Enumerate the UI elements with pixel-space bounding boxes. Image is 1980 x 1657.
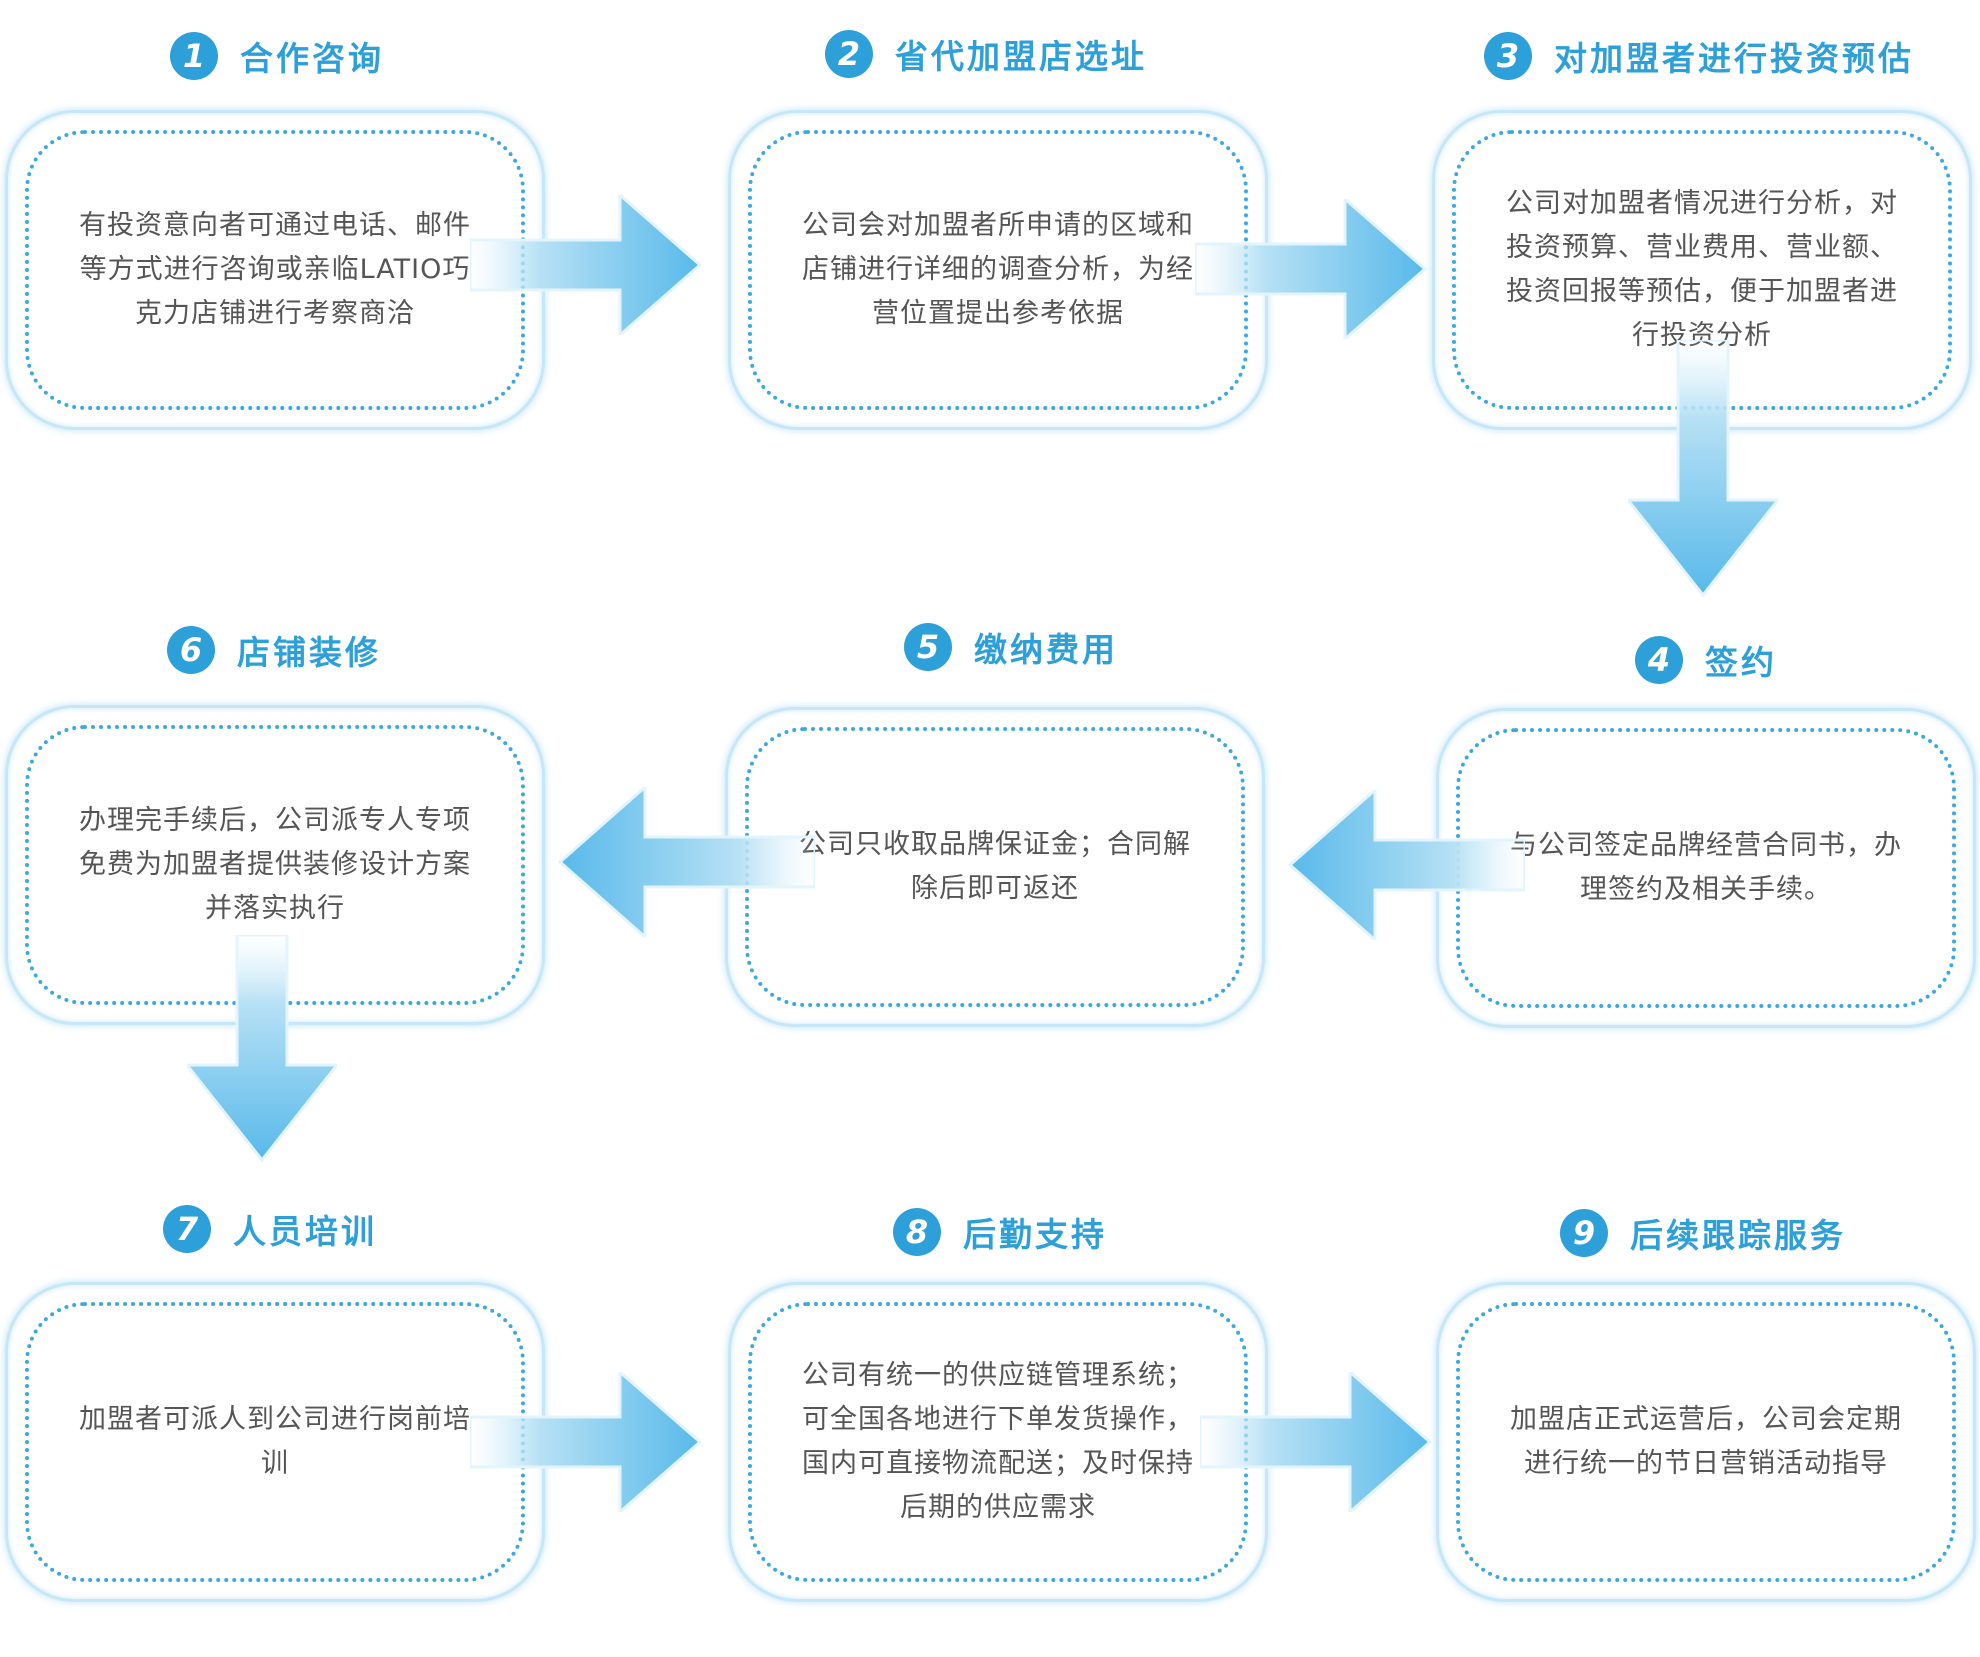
step-title-text: 后勤支持 <box>963 1215 1107 1254</box>
step-5-title: 5 缴纳费用 <box>904 617 1118 677</box>
card-dotted-frame: 公司有统一的供应链管理系统；可全国各地进行下单发货操作，国内可直接物流配送；及时… <box>748 1302 1248 1582</box>
step-7-card: 加盟者可派人到公司进行岗前培训 <box>5 1282 545 1602</box>
card-dotted-frame: 与公司签定品牌经营合同书，办理签约及相关手续。 <box>1456 728 1956 1008</box>
card-dotted-frame: 有投资意向者可通过电话、邮件等方式进行咨询或亲临LATIO巧克力店铺进行考察商洽 <box>25 130 525 410</box>
step-title-text: 合作咨询 <box>240 39 384 78</box>
step-description: 加盟店正式运营后，公司会定期进行统一的节日营销活动指导 <box>1510 1404 1902 1479</box>
step-description: 公司对加盟者情况进行分析，对投资预算、营业费用、营业额、投资回报等预估，便于加盟… <box>1506 188 1898 351</box>
card-dotted-frame: 加盟者可派人到公司进行岗前培训 <box>25 1302 525 1582</box>
step-4-title: 4 签约 <box>1635 630 1777 690</box>
step-title-text: 店铺装修 <box>237 633 381 672</box>
step-2-title: 2 省代加盟店选址 <box>825 24 1147 84</box>
card-dotted-frame: 公司会对加盟者所申请的区域和店铺进行详细的调查分析，为经营位置提出参考依据 <box>748 130 1248 410</box>
step-number-badge: 6 <box>167 626 215 674</box>
step-2-card: 公司会对加盟者所申请的区域和店铺进行详细的调查分析，为经营位置提出参考依据 <box>728 110 1268 430</box>
arrow-right-icon <box>470 1372 703 1512</box>
step-title-text: 省代加盟店选址 <box>895 37 1147 76</box>
step-description: 与公司签定品牌经营合同书，办理签约及相关手续。 <box>1510 830 1902 905</box>
step-6-title: 6 店铺装修 <box>167 620 381 680</box>
arrow-left-icon <box>557 787 815 937</box>
step-3-title: 3 对加盟者进行投资预估 <box>1484 26 1914 86</box>
step-5-card: 公司只收取品牌保证金；合同解除后即可返还 <box>725 707 1265 1027</box>
step-title-text: 对加盟者进行投资预估 <box>1554 39 1914 78</box>
step-number-badge: 2 <box>825 30 873 78</box>
step-number-badge: 5 <box>904 623 952 671</box>
arrow-right-icon <box>470 195 703 335</box>
step-7-title: 7 人员培训 <box>163 1199 377 1259</box>
step-8-title: 8 后勤支持 <box>893 1202 1107 1262</box>
step-number-badge: 9 <box>1560 1209 1608 1257</box>
step-1-title: 1 合作咨询 <box>170 26 384 86</box>
step-number-badge: 8 <box>893 1208 941 1256</box>
step-9-card: 加盟店正式运营后，公司会定期进行统一的节日营销活动指导 <box>1436 1282 1976 1602</box>
arrow-down-icon <box>187 935 337 1163</box>
arrow-down-icon <box>1628 340 1778 598</box>
step-1-card: 有投资意向者可通过电话、邮件等方式进行咨询或亲临LATIO巧克力店铺进行考察商洽 <box>5 110 545 430</box>
card-dotted-frame: 公司只收取品牌保证金；合同解除后即可返还 <box>745 727 1245 1007</box>
step-number-badge: 3 <box>1484 32 1532 80</box>
arrow-right-icon <box>1200 1372 1433 1512</box>
step-title-text: 缴纳费用 <box>974 630 1118 669</box>
step-title-text: 人员培训 <box>233 1212 377 1251</box>
card-dotted-frame: 办理完手续后，公司派专人专项免费为加盟者提供装修设计方案并落实执行 <box>25 725 525 1005</box>
step-description: 公司有统一的供应链管理系统；可全国各地进行下单发货操作，国内可直接物流配送；及时… <box>802 1360 1194 1523</box>
step-number-badge: 4 <box>1635 636 1683 684</box>
card-dotted-frame: 加盟店正式运营后，公司会定期进行统一的节日营销活动指导 <box>1456 1302 1956 1582</box>
step-number-badge: 1 <box>170 32 218 80</box>
step-description: 公司只收取品牌保证金；合同解除后即可返还 <box>799 829 1191 904</box>
step-9-title: 9 后续跟踪服务 <box>1560 1203 1846 1263</box>
arrow-left-icon <box>1287 790 1525 940</box>
step-8-card: 公司有统一的供应链管理系统；可全国各地进行下单发货操作，国内可直接物流配送；及时… <box>728 1282 1268 1602</box>
step-title-text: 后续跟踪服务 <box>1630 1216 1846 1255</box>
step-description: 加盟者可派人到公司进行岗前培训 <box>79 1404 471 1479</box>
step-number-badge: 7 <box>163 1205 211 1253</box>
step-description: 有投资意向者可通过电话、邮件等方式进行咨询或亲临LATIO巧克力店铺进行考察商洽 <box>79 210 471 329</box>
step-description: 办理完手续后，公司派专人专项免费为加盟者提供装修设计方案并落实执行 <box>79 805 471 924</box>
arrow-right-icon <box>1195 199 1428 339</box>
step-title-text: 签约 <box>1705 643 1777 682</box>
step-description: 公司会对加盟者所申请的区域和店铺进行详细的调查分析，为经营位置提出参考依据 <box>802 210 1194 329</box>
